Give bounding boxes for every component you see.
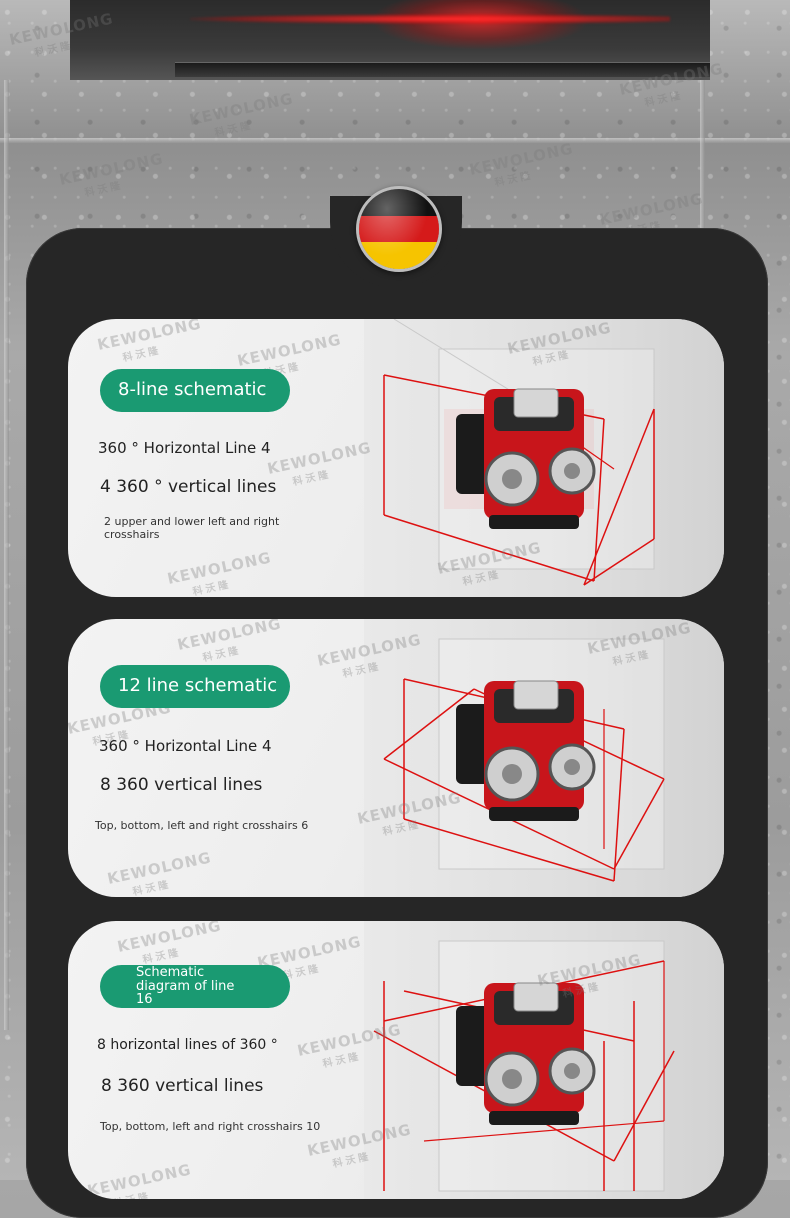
horizontal-line-spec: 8 horizontal lines of 360 ° bbox=[97, 1037, 278, 1053]
laser-level-diagram bbox=[383, 638, 665, 882]
crosshair-spec: 2 upper and lower left and right crossha… bbox=[104, 515, 280, 542]
card-title: Schematic diagram of line 16 bbox=[100, 965, 290, 1008]
shelf-ledge bbox=[175, 62, 710, 77]
card-title: 8-line schematic bbox=[100, 369, 290, 412]
horizontal-line-spec: 360 ° Horizontal Line 4 bbox=[99, 737, 272, 755]
laser-beam bbox=[190, 14, 670, 24]
shelf-edge bbox=[0, 138, 790, 144]
crosshair-spec: Top, bottom, left and right crosshairs 1… bbox=[100, 1120, 321, 1133]
laser-level-diagram bbox=[383, 319, 655, 586]
horizontal-line-spec: 360 ° Horizontal Line 4 bbox=[98, 439, 271, 457]
laser-beam-photo bbox=[70, 0, 710, 80]
laser-glow bbox=[370, 0, 590, 50]
germany-flag-icon bbox=[356, 186, 442, 272]
shelf-post-left bbox=[4, 80, 9, 1030]
laser-level-diagram bbox=[373, 940, 675, 1192]
crosshair-spec: Top, bottom, left and right crosshairs 6 bbox=[95, 819, 309, 832]
vertical-line-spec: 8 360 vertical lines bbox=[101, 1076, 264, 1096]
card-title: 12 line schematic bbox=[100, 665, 290, 708]
vertical-line-spec: 8 360 vertical lines bbox=[100, 775, 263, 795]
vertical-line-spec: 4 360 ° vertical lines bbox=[100, 477, 277, 497]
